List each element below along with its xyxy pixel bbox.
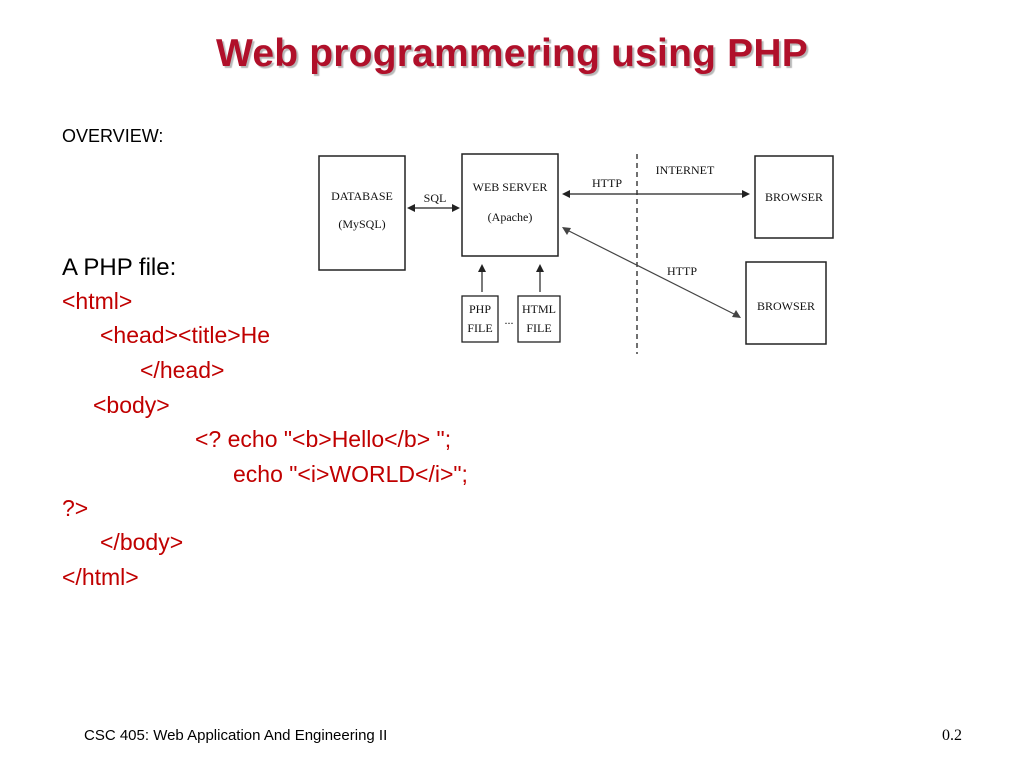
code-line-html-open: <html> <box>62 288 133 314</box>
browser-top-label: BROWSER <box>765 190 823 204</box>
http-diagonal-arrow: HTTP <box>562 227 741 318</box>
html-file-label: HTML <box>522 302 556 316</box>
file-ellipsis: ... <box>505 313 514 327</box>
http-top-label: HTTP <box>592 176 622 190</box>
footer-page-number: 0.2 <box>942 727 962 744</box>
code-line-echo-world: echo "<i>WORLD</i>"; <box>233 461 468 487</box>
file-arrows <box>478 264 544 292</box>
browser-bottom-box: BROWSER <box>745 261 827 345</box>
database-label: DATABASE <box>331 189 393 203</box>
sql-label: SQL <box>424 191 447 205</box>
html-file-sublabel: FILE <box>526 321 551 335</box>
database-box: DATABASE (MySQL) <box>318 155 406 271</box>
php-file-heading: A PHP file: <box>62 254 177 281</box>
slide-title: Web programmering using PHP <box>216 32 808 75</box>
code-line-php-close: ?> <box>62 495 89 521</box>
php-file-box: PHP FILE <box>461 295 499 343</box>
code-line-head: <head><title>He <box>100 322 271 348</box>
http-diagonal-label: HTTP <box>667 264 697 278</box>
code-line-echo-hello: <? echo "<b>Hello</b> "; <box>195 426 452 452</box>
webserver-sublabel: (Apache) <box>488 210 533 224</box>
overview-label: OVERVIEW: <box>62 126 164 146</box>
webserver-box: WEB SERVER (Apache) <box>461 153 559 257</box>
code-line-body-open: <body> <box>93 392 170 418</box>
webserver-label: WEB SERVER <box>473 180 548 194</box>
http-top-arrow: HTTP INTERNET <box>562 163 750 198</box>
database-sublabel: (MySQL) <box>338 217 385 231</box>
architecture-diagram: DATABASE (MySQL) SQL WEB SERVER (Apache)… <box>300 150 840 356</box>
code-line-head-close: </head> <box>140 357 225 383</box>
code-line-body-close: </body> <box>100 529 184 555</box>
browser-bottom-label: BROWSER <box>757 299 815 313</box>
php-file-label: PHP <box>469 302 491 316</box>
html-file-box: HTML FILE <box>517 295 561 343</box>
internet-label: INTERNET <box>656 163 715 177</box>
php-file-sublabel: FILE <box>467 321 492 335</box>
footer-course: CSC 405: Web Application And Engineering… <box>84 727 388 744</box>
sql-arrow: SQL <box>407 191 460 212</box>
code-line-html-close: </html> <box>62 564 139 590</box>
browser-top-box: BROWSER <box>754 155 834 239</box>
